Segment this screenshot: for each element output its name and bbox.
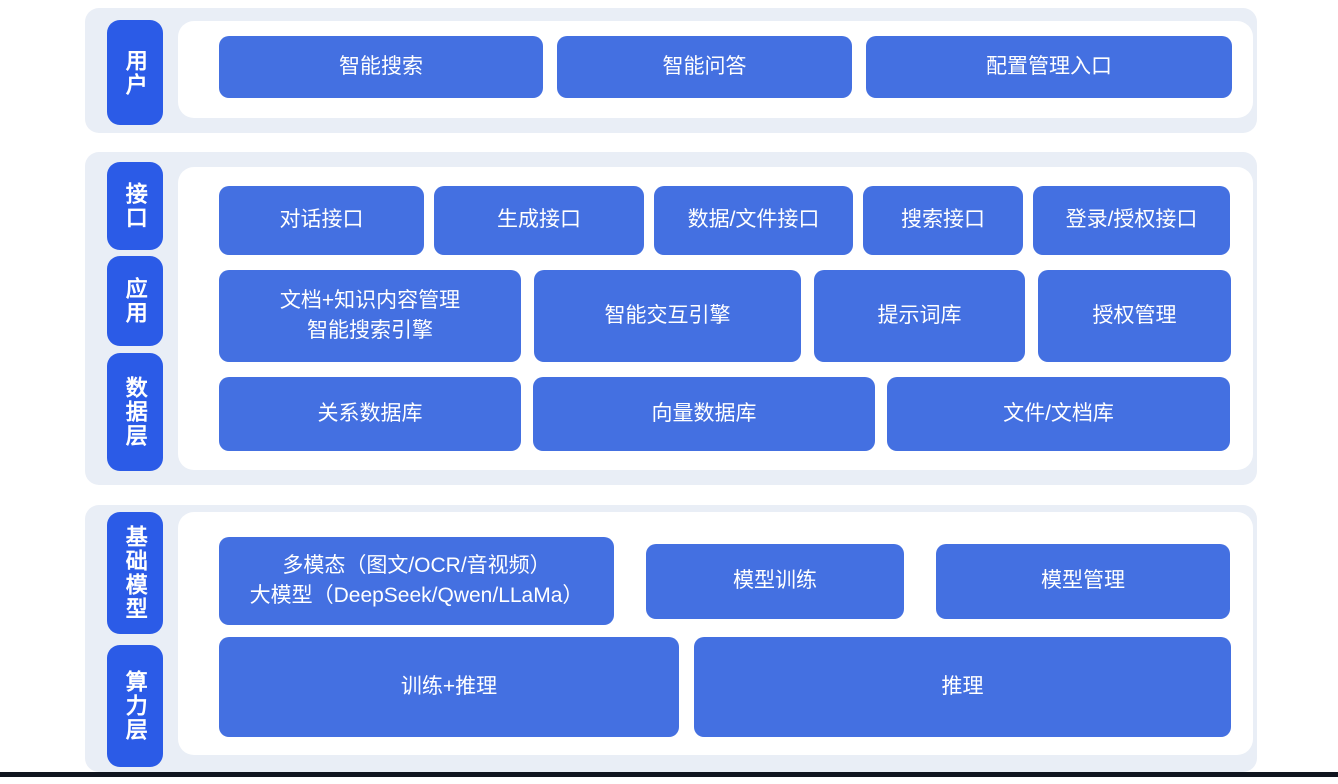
block-smart-interaction-engine: 智能交互引擎: [534, 270, 801, 362]
block-multimodal-llm: 多模态（图文/OCR/音视频） 大模型（DeepSeek/Qwen/LLaMa）: [219, 537, 614, 625]
user-content-box: 智能搜索 智能问答 配置管理入口: [178, 21, 1253, 118]
block-generation-api: 生成接口: [434, 186, 644, 255]
block-prompt-library: 提示词库: [814, 270, 1025, 362]
layer-pill-application: 应用: [107, 256, 163, 346]
middle-content-box: 对话接口 生成接口 数据/文件接口 搜索接口 登录/授权接口 文档+知识内容管理…: [178, 167, 1253, 470]
block-search-api: 搜索接口: [863, 186, 1023, 255]
block-data-file-api: 数据/文件接口: [654, 186, 853, 255]
block-auth-management: 授权管理: [1038, 270, 1231, 362]
block-file-doc-store: 文件/文档库: [887, 377, 1230, 451]
application-row: 文档+知识内容管理 智能搜索引擎 智能交互引擎 提示词库 授权管理: [219, 270, 1231, 362]
block-model-management: 模型管理: [936, 543, 1230, 619]
block-model-training: 模型训练: [646, 543, 904, 619]
compute-row: 训练+推理 推理: [219, 637, 1231, 737]
user-row: 智能搜索 智能问答 配置管理入口: [219, 36, 1232, 98]
block-doc-knowledge-search-engine: 文档+知识内容管理 智能搜索引擎: [219, 270, 521, 362]
block-login-auth-api: 登录/授权接口: [1033, 186, 1230, 255]
block-inference: 推理: [694, 637, 1231, 737]
block-dialog-api: 对话接口: [219, 186, 424, 255]
block-smart-qa: 智能问答: [557, 36, 852, 98]
layer-pill-user: 用户: [107, 20, 163, 125]
model-row: 多模态（图文/OCR/音视频） 大模型（DeepSeek/Qwen/LLaMa）…: [219, 537, 1230, 625]
block-training-plus-inference: 训练+推理: [219, 637, 679, 737]
block-vector-db: 向量数据库: [533, 377, 875, 451]
layer-band-foundation: 基础模型 算力层 多模态（图文/OCR/音视频） 大模型（DeepSeek/Qw…: [85, 505, 1257, 772]
data-layer-row: 关系数据库 向量数据库 文件/文档库: [219, 377, 1230, 451]
layer-band-user: 用户 智能搜索 智能问答 配置管理入口: [85, 8, 1257, 133]
layer-pill-interface: 接口: [107, 162, 163, 250]
footer-divider-line: [0, 772, 1338, 777]
layer-pill-foundation-model: 基础模型: [107, 512, 163, 634]
block-smart-search: 智能搜索: [219, 36, 543, 98]
layer-pill-data-layer: 数据层: [107, 353, 163, 471]
block-relational-db: 关系数据库: [219, 377, 521, 451]
layer-band-middle: 接口 应用 数据层 对话接口 生成接口 数据/文件接口 搜索接口 登录/授权接口…: [85, 152, 1257, 485]
layer-pill-compute-layer: 算力层: [107, 645, 163, 767]
interface-row: 对话接口 生成接口 数据/文件接口 搜索接口 登录/授权接口: [219, 186, 1230, 255]
foundation-content-box: 多模态（图文/OCR/音视频） 大模型（DeepSeek/Qwen/LLaMa）…: [178, 512, 1253, 755]
block-config-management-entry: 配置管理入口: [866, 36, 1232, 98]
